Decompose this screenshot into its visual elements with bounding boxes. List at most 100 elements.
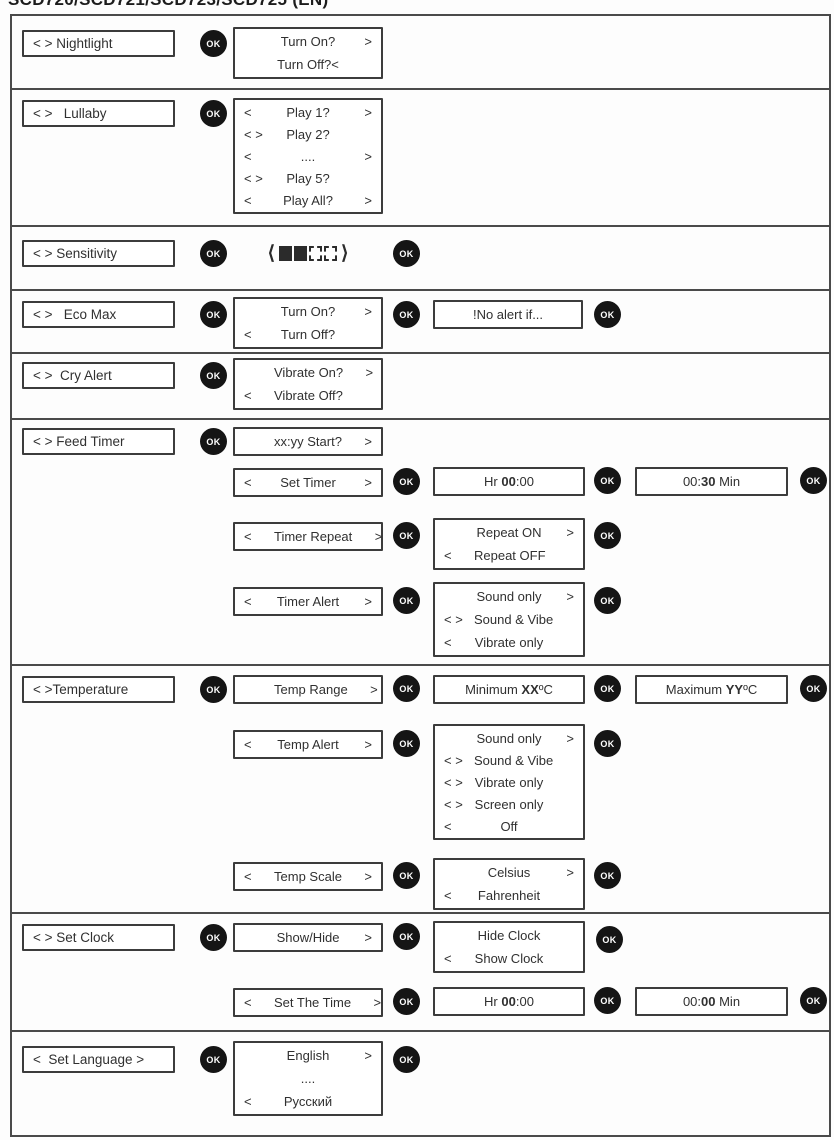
arrow-left: < > [444,612,463,627]
screen-line: Sound only> [435,727,583,749]
screen-timer-alert-options: Sound only > < > Sound & Vibe < Vibrate onl… [433,582,585,657]
option-label: Screen only [474,796,544,812]
option-label: Set Timer [280,475,336,490]
screen-set-timer: <Set Timer> [233,468,383,497]
ok-button: OK [594,301,621,328]
option-label: Turn Off?< [277,57,339,72]
option-label: Play 1? [286,104,330,120]
angle-open-icon: ⟨ [267,243,275,264]
arrow-left: < [244,327,252,342]
screen-line: Repeat ON> [435,521,583,544]
arrow-left: < [244,995,252,1010]
arrow-left: < [244,104,252,120]
screen-line: < > Vibrate only [435,771,583,793]
arrow-left: < [444,635,452,650]
arrow-right: > [364,594,372,609]
ok-button: OK [393,923,420,950]
ok-button: OK [594,987,621,1014]
ok-button: OK [200,30,227,57]
option-label: Temp Alert [277,737,339,752]
ok-button: OK [200,1046,227,1073]
arrow-right: > [364,737,372,752]
arrow-left: < [444,818,452,834]
diagram-frame [10,14,831,1137]
section-divider [10,664,831,666]
option-label: Timer Alert [276,594,340,609]
option-label: Sound only [476,589,542,604]
option-label: Show/Hide [276,930,340,945]
arrow-left: < [244,148,252,164]
arrow-left: < [244,1094,252,1109]
arrow-left: < > [444,774,463,790]
option-label: Hide Clock [477,928,541,943]
arrow-right: > [566,730,574,746]
screen-line: <....> [235,145,381,167]
option-label: Vibrate Off? [274,388,343,403]
section-divider [10,88,831,90]
ok-button: OK [594,522,621,549]
screen-line: Show/Hide> [235,926,381,949]
ok-button: OK [200,362,227,389]
level-segments [279,246,337,261]
ok-button: OK [594,730,621,757]
arrow-right: > [373,995,382,1010]
option-label: Vibrate only [474,635,544,650]
ok-button: OK [393,587,420,614]
option-label: Timer Repeat [274,529,353,544]
arrow-left: < > [444,796,463,812]
arrow-right: > [364,304,372,319]
section-divider [10,352,831,354]
arrow-left: < [244,869,252,884]
value-hours: Hr 00:00 [484,994,534,1009]
option-label: Sound & Vibe [474,752,554,768]
arrow-left: < [444,548,452,563]
screen-clock-hours: Hr 00:00 [433,987,585,1016]
screen-line: < Play 1? > [235,101,381,123]
option-label: Show Clock [474,951,544,966]
screen-repeat-options: Repeat ON> <Repeat OFF [433,518,585,570]
screen-clock-minutes: 00:00 Min [635,987,788,1016]
screen-line: <Play All?> [235,189,381,211]
option-label: Vibrate only [474,774,544,790]
arrow-right: > [566,589,574,604]
value-hours: Hr 00:00 [484,474,534,489]
menu-item-feed-timer: < > Feed Timer [22,428,175,455]
screen-line: <Temp Scale> [235,865,381,888]
option-label: Русский [283,1094,333,1109]
menu-item-temperature: < >Temperature [22,676,175,703]
screen-line: <Show Clock [435,947,583,970]
screen-line: .... [235,1067,381,1090]
screen-language-options: English> .... < Русский [233,1041,383,1116]
screen-line: < Русский [235,1090,381,1113]
screen-line: <Fahrenheit [435,884,583,907]
option-label: Temp Range [274,682,348,697]
arrow-left: < [244,529,252,544]
screen-line: <Set Timer> [235,471,381,494]
screen-timer-repeat: < Timer Repeat > [233,522,383,551]
option-label: xx:yy Start? [274,434,342,449]
screen-line: Temp Range > [235,678,381,701]
value-minutes: 00:00 Min [682,994,741,1009]
option-label: Set The Time [274,995,352,1010]
screen-set-the-time: < Set The Time > [233,988,383,1017]
ok-button: OK [200,676,227,703]
arrow-right: > [374,529,383,544]
value-maximum: Maximum YYºC [665,682,758,697]
arrow-left: < [244,475,252,490]
menu-item-set-clock: < > Set Clock [22,924,175,951]
option-label: Off [500,818,518,834]
ok-button: OK [594,587,621,614]
page-title: SCD720/SCD721/SCD723/SCD725 (EN) [8,0,328,10]
section-divider [10,912,831,914]
ok-button: OK [800,675,827,702]
arrow-right: > [370,682,378,697]
screen-temp-range: Temp Range > [233,675,383,704]
ok-button: OK [200,100,227,127]
option-label: Sound & Vibe [474,612,554,627]
option-label: Temp Scale [274,869,342,884]
ok-button: OK [800,467,827,494]
option-label: Turn On? [280,34,336,49]
ok-button: OK [800,987,827,1014]
screen-line: English> [235,1044,381,1067]
arrow-right: > [364,104,372,120]
